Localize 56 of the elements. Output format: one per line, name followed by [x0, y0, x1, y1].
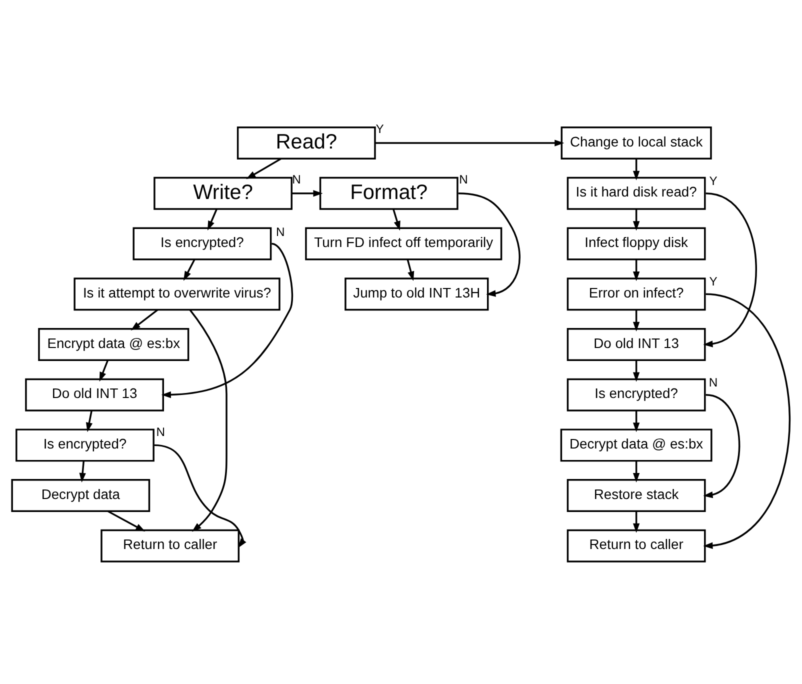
node-box: Change to local stack — [560, 126, 712, 160]
arrow — [632, 460, 640, 482]
edge-label: N — [459, 172, 468, 186]
edge-label: Y — [709, 274, 718, 288]
node-box: Is it hard disk read? — [566, 176, 706, 210]
arrow — [392, 208, 400, 230]
node-box: Encrypt data @ es:bx — [38, 327, 190, 360]
node-box: Decrypt data — [11, 478, 150, 512]
arrow — [108, 510, 146, 532]
arrow — [632, 410, 640, 432]
arrow — [154, 444, 246, 548]
node-box: Restore stack — [566, 478, 706, 512]
arrow — [632, 510, 640, 532]
arrow — [130, 308, 158, 330]
node-box: Do old INT 13 — [25, 378, 164, 411]
edge-label: N — [292, 172, 301, 186]
arrow — [703, 393, 740, 498]
arrow — [79, 460, 86, 482]
arrow — [183, 258, 196, 280]
arrow — [703, 192, 757, 347]
node-box: Is it attempt to overwrite virus? — [74, 277, 280, 310]
node-box: Return to caller — [100, 528, 240, 562]
node-box: Do old INT 13 — [566, 327, 706, 360]
arrow — [208, 208, 218, 230]
arrow — [375, 139, 564, 146]
node-box: Is encrypted? — [16, 428, 154, 462]
node-box: Turn FD infect off temporarily — [305, 226, 502, 260]
node-box: Is encrypted? — [132, 226, 272, 260]
arrow — [632, 208, 640, 230]
arrow — [246, 158, 282, 179]
arrow — [632, 158, 640, 180]
node-box: Format? — [319, 176, 458, 210]
edge-label: Y — [376, 122, 384, 136]
arrow — [99, 359, 109, 382]
node-box: Write? — [154, 176, 292, 210]
edge-label: N — [708, 374, 718, 389]
node-box: Read? — [236, 126, 376, 160]
edge-label: N — [276, 224, 285, 239]
arrow — [189, 308, 228, 532]
node-box: Is encrypted? — [566, 378, 706, 411]
arrow — [632, 258, 640, 281]
arrow — [458, 192, 520, 296]
arrow — [161, 242, 294, 398]
arrow — [632, 309, 640, 331]
node-box: Return to caller — [566, 528, 706, 562]
arrow — [406, 258, 414, 281]
arrow — [703, 292, 790, 548]
arrow — [632, 360, 640, 382]
node-box: Decrypt data @ es:bx — [560, 428, 712, 462]
edge-label: Y — [709, 173, 718, 188]
node-box: Error on infect? — [566, 277, 706, 310]
arrow — [86, 410, 93, 432]
node-box: Jump to old INT 13H — [344, 277, 489, 310]
node-box: Infect floppy disk — [566, 226, 706, 260]
edge-label: N — [156, 424, 166, 438]
arrow — [292, 190, 323, 196]
